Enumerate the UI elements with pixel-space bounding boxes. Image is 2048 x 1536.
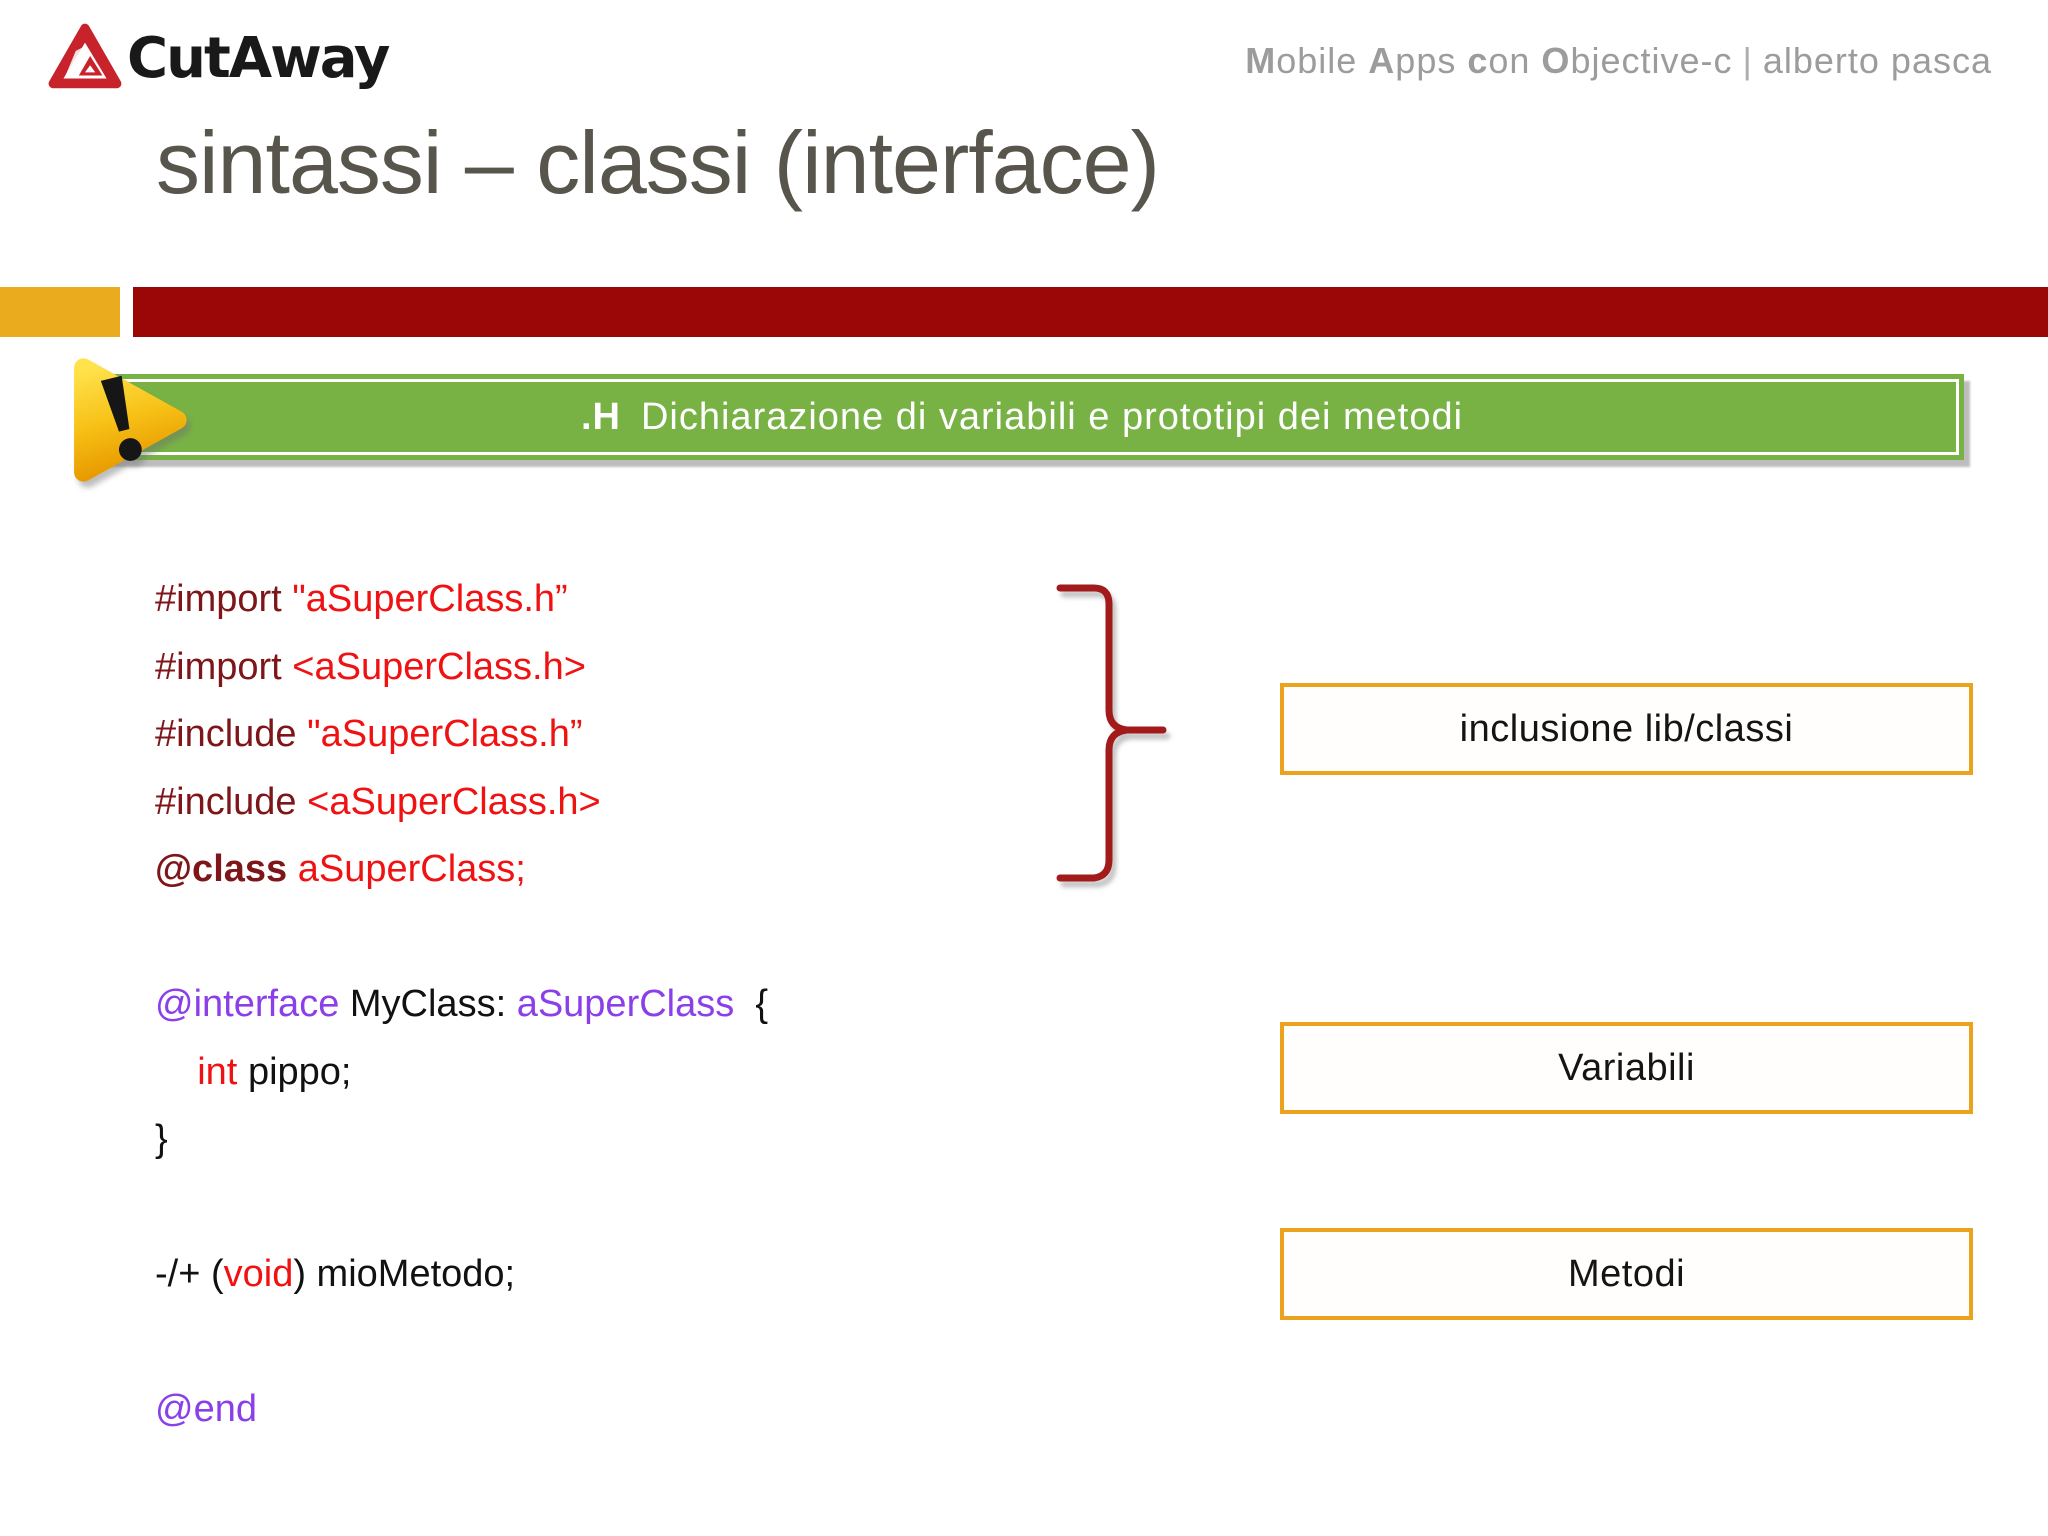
label-box-metodi: Metodi (1280, 1228, 1973, 1320)
warning-exclamation-icon (74, 358, 187, 482)
banner-text-line: .H Dichiarazione di variabili e prototipi… (80, 374, 1964, 460)
title-divider-bar (133, 287, 2048, 337)
accent-square (0, 287, 120, 337)
code-block: #import "aSuperClass.h” #import <aSuperCl… (155, 566, 768, 1444)
cutaway-brand-text: CutAway (127, 26, 390, 91)
code-line (155, 1174, 768, 1242)
code-line: #include "aSuperClass.h” (155, 713, 583, 755)
banner-file-extension: .H (580, 395, 621, 438)
code-line (155, 1309, 768, 1377)
code-line: #import "aSuperClass.h” (155, 578, 568, 620)
code-line: #include <aSuperClass.h> (155, 780, 601, 823)
code-line: @class aSuperClass; (155, 848, 526, 890)
author-name: alberto pasca (1762, 40, 1992, 81)
right-curly-brace-icon (1056, 584, 1167, 882)
header-course-info: Mobile Apps con Objective-c|alberto pasc… (1245, 40, 1992, 82)
h-file-banner: .H Dichiarazione di variabili e prototipi… (80, 374, 1964, 460)
code-line: @interface MyClass: aSuperClass { (155, 983, 769, 1025)
label-box-inclusione: inclusione lib/classi (1280, 683, 1973, 775)
code-line: #import <aSuperClass.h> (155, 645, 586, 688)
code-line: } (155, 1118, 168, 1160)
code-line: -/+ (void) mioMetodo; (155, 1253, 516, 1295)
banner-text: Dichiarazione di variabili e prototipi d… (640, 395, 1464, 438)
code-line: int pippo; (197, 1050, 352, 1093)
page-title: sintassi – classi (interface) (156, 113, 1160, 212)
label-box-variabili: Variabili (1280, 1022, 1973, 1114)
course-title: Mobile Apps con Objective-c (1245, 40, 1733, 81)
code-line: @end (155, 1388, 257, 1430)
code-line (155, 904, 768, 972)
cutaway-logo-triangle-icon (48, 23, 122, 89)
header-separator: | (1742, 40, 1753, 81)
